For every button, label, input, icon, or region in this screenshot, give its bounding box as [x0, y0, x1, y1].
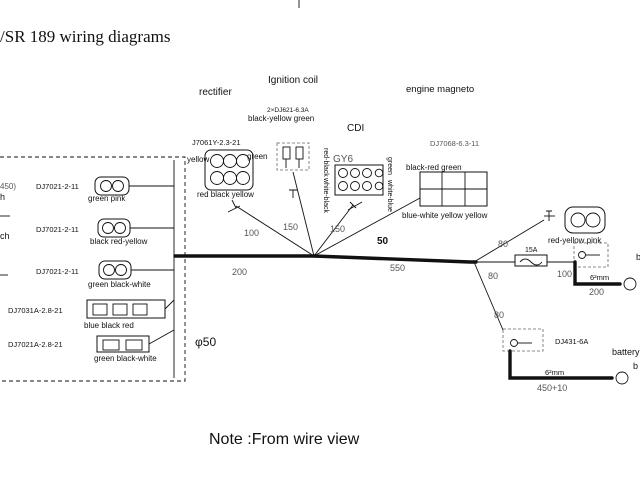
- left-connector-2: DJ7021-2-11 black red-yellow: [36, 218, 174, 246]
- rectifier-connector: J7061Y-2.3-21 yellow green red black yel…: [187, 138, 315, 257]
- engine-magneto-heading: engine magneto: [406, 84, 474, 95]
- left-connector-1-wires: green pink: [88, 194, 126, 203]
- length-coil-branch: 150: [283, 222, 298, 232]
- ignition-coil-wires: black-yellow green: [248, 114, 314, 123]
- left-edge-ch: ch: [0, 231, 10, 241]
- left-connector-3-wires: green black-white: [88, 280, 151, 289]
- ignition-coil-connector: 2×DJ621-6.3A black-yellow green 150: [248, 107, 315, 257]
- mm-lower-length: 450+10: [537, 383, 567, 393]
- left-connector-4: DJ7031A-2.8-21 blue black red: [8, 299, 175, 330]
- length-cdi-branch: 150: [330, 224, 345, 234]
- cdi-wire-green: green: [386, 157, 393, 175]
- ignition-coil-part: 2×DJ621-6.3A: [267, 107, 309, 114]
- cdi-wire-white-black: white-black: [322, 177, 329, 214]
- diameter-label: φ50: [195, 335, 216, 349]
- length-magneto-branch: 50: [377, 236, 389, 247]
- cdi-wire-white-blue: white-blue: [386, 179, 393, 212]
- cdi-connector: red-black white-black GY6 green white-bl…: [313, 148, 393, 257]
- length-rectifier-branch: 100: [244, 228, 259, 238]
- mm-upper: 6²mm: [590, 273, 609, 282]
- left-connector-2-wires: black red-yellow: [90, 237, 148, 246]
- left-edge-h: h: [0, 192, 5, 202]
- left-connector-1: DJ7021-2-11 green pink: [36, 176, 174, 203]
- fuse-rating: 15A: [525, 247, 538, 254]
- main-trunk-right: [312, 254, 478, 264]
- rectifier-wire-red-black-yellow: red black yellow: [197, 190, 254, 199]
- left-harness-frame: [0, 156, 186, 382]
- left-connector-5-wires: green black-white: [94, 354, 157, 363]
- length-upper-right: 80: [498, 239, 508, 249]
- ignition-coil-heading: Ignition coil: [268, 75, 318, 86]
- rectifier-wire-green: green: [247, 152, 267, 161]
- battery-branch: 80 DJ431-6A 6²mm 450+10 battery b: [473, 261, 640, 393]
- left-connector-5-part: DJ7021A-2.8-21: [8, 340, 63, 349]
- right-edge-b1: b: [636, 252, 640, 262]
- left-connector-4-part: DJ7031A-2.8-21: [8, 306, 63, 315]
- engine-magneto-wires-bottom: blue-white yellow yellow: [402, 211, 488, 220]
- mm-upper-length: 200: [589, 287, 604, 297]
- left-connector-3: DJ7021-2-11 green black-white: [36, 260, 174, 289]
- rectifier-heading: rectifier: [199, 87, 232, 98]
- diagram-title: /SR 189 wiring diagrams: [0, 27, 170, 46]
- length-left-trunk: 200: [232, 267, 247, 277]
- engine-magneto-connector: DJ7068-6.3-11 black-red green blue-white…: [313, 139, 488, 257]
- mm-lower: 6²mm: [545, 368, 564, 377]
- battery-label: battery: [612, 347, 640, 357]
- left-connector-4-wires: blue black red: [84, 321, 134, 330]
- cdi-part: GY6: [333, 154, 353, 165]
- left-connector-5: DJ7021A-2.8-21 green black-white: [8, 329, 175, 363]
- length-right-trunk: 550: [390, 263, 405, 273]
- right-edge-b2: b: [633, 361, 638, 371]
- left-connector-2-part: DJ7021-2-11: [36, 225, 79, 234]
- cdi-heading: CDI: [347, 123, 364, 134]
- left-edge-450: 450): [0, 182, 16, 191]
- length-mid-right: 80: [488, 271, 498, 281]
- terminal-part: DJ431-6A: [555, 337, 588, 346]
- rectifier-part: J7061Y-2.3-21: [192, 138, 241, 147]
- engine-magneto-wires-top: black-red green: [406, 163, 462, 172]
- left-connector-3-part: DJ7021-2-11: [36, 267, 79, 276]
- right-plug-branch: 80 red-yellow pink: [473, 206, 606, 263]
- wire-view-note: Note :From wire view: [209, 431, 360, 448]
- rectifier-wire-yellow: yellow: [187, 155, 209, 164]
- right-plug-wires: red-yellow pink: [548, 236, 602, 245]
- fuse-branch: 80 15A 100 6²mm 200 b: [476, 242, 640, 297]
- cdi-wire-red-black: red-black: [322, 148, 329, 177]
- length-lower-branch: 80: [494, 310, 504, 320]
- engine-magneto-part: DJ7068-6.3-11: [430, 139, 479, 148]
- left-connector-1-part: DJ7021-2-11: [36, 182, 79, 191]
- length-fuse-tail: 100: [557, 269, 572, 279]
- fuse-body: [514, 254, 548, 267]
